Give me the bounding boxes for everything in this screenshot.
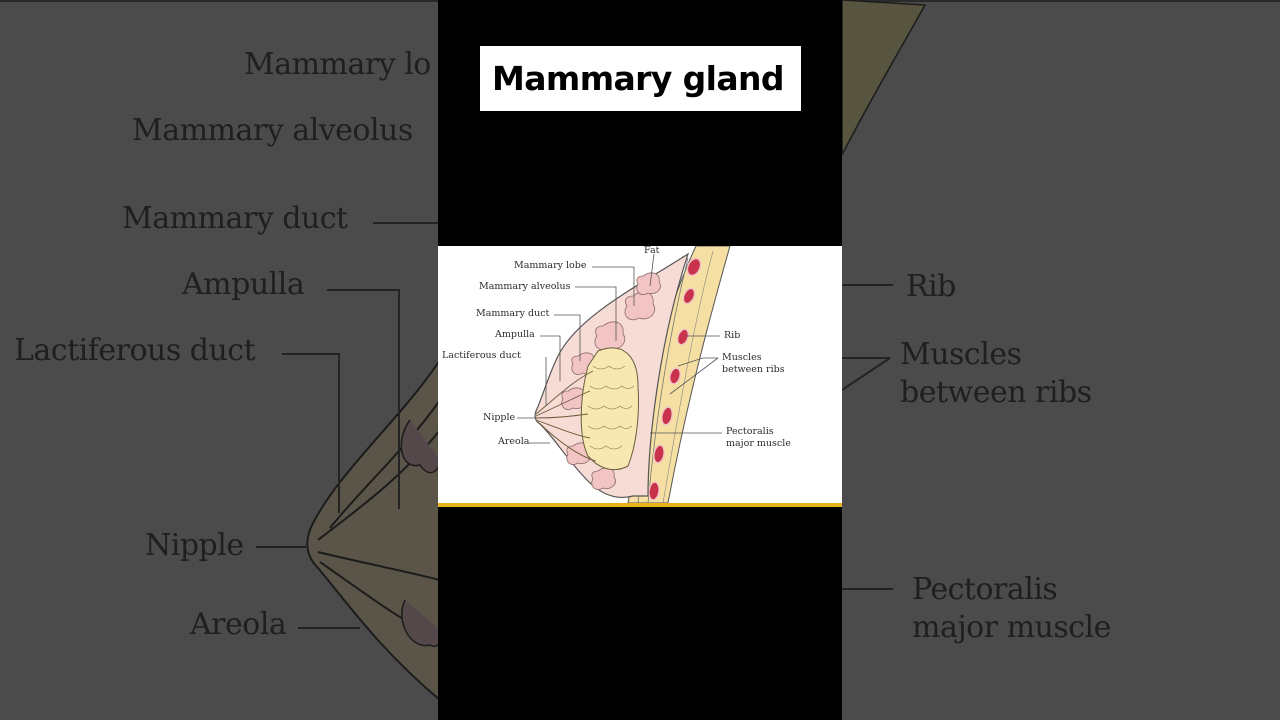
bg-leader-lactiferous [282, 353, 339, 355]
bg-label-rib: Rib [906, 269, 956, 304]
fat-lobules [561, 272, 661, 490]
bg-label-mammary-alveolus: Mammary alveolus [132, 113, 413, 148]
bg-leader-mammary-duct [373, 222, 438, 224]
bg-leader-lactiferous-vert [338, 353, 340, 513]
label-rib: Rib [724, 330, 741, 341]
mammary-gland-diagram: Fat Mammary lobe Mammary alveolus Mammar… [438, 246, 842, 503]
label-mammary-duct: Mammary duct [476, 308, 550, 319]
leader-lines [517, 253, 722, 444]
rib-icons [648, 257, 702, 501]
video-frame: Mammary gland [438, 0, 842, 720]
bg-label-lactiferous-duct: Lactiferous duct [14, 333, 256, 368]
bg-label-mammary-lobe: Mammary lo [244, 47, 431, 82]
label-muscles-between-ribs-1: Muscles [722, 352, 762, 363]
bg-leader-ampulla [327, 289, 399, 291]
bg-label-muscles-1: Muscles [900, 337, 1022, 372]
bg-label-areola: Areola [190, 607, 287, 642]
bg-leader-ampulla-vert [398, 289, 400, 509]
label-areola: Areola [498, 436, 530, 447]
bg-label-pectoralis-2: major muscle [912, 610, 1111, 645]
diagram-accent-border [438, 503, 842, 507]
bg-leader-rib [842, 284, 893, 286]
label-nipple: Nipple [483, 412, 516, 423]
bg-label-pectoralis-1: Pectoralis [912, 572, 1058, 607]
label-lactiferous-duct: Lactiferous duct [442, 350, 521, 361]
title-box: Mammary gland [480, 46, 801, 111]
label-ampulla: Ampulla [495, 329, 535, 340]
label-muscles-between-ribs-2: between ribs [722, 364, 785, 375]
bg-label-ampulla: Ampulla [182, 267, 305, 302]
label-mammary-lobe: Mammary lobe [514, 260, 587, 271]
bg-leader-muscles [842, 357, 890, 359]
bg-label-mammary-duct: Mammary duct [122, 201, 348, 236]
breast-anatomy-illustration [517, 246, 731, 503]
bg-leader-pectoralis [842, 588, 893, 590]
label-pectoralis-2: major muscle [726, 438, 791, 449]
bg-leader-nipple [256, 546, 306, 548]
label-fat: Fat [644, 246, 660, 256]
label-mammary-alveolus: Mammary alveolus [479, 281, 571, 292]
bg-leader-areola [298, 627, 360, 629]
page-title: Mammary gland [492, 59, 785, 98]
label-pectoralis-1: Pectoralis [726, 426, 774, 437]
bg-label-muscles-2: between ribs [900, 375, 1092, 410]
bg-label-nipple: Nipple [145, 528, 244, 563]
